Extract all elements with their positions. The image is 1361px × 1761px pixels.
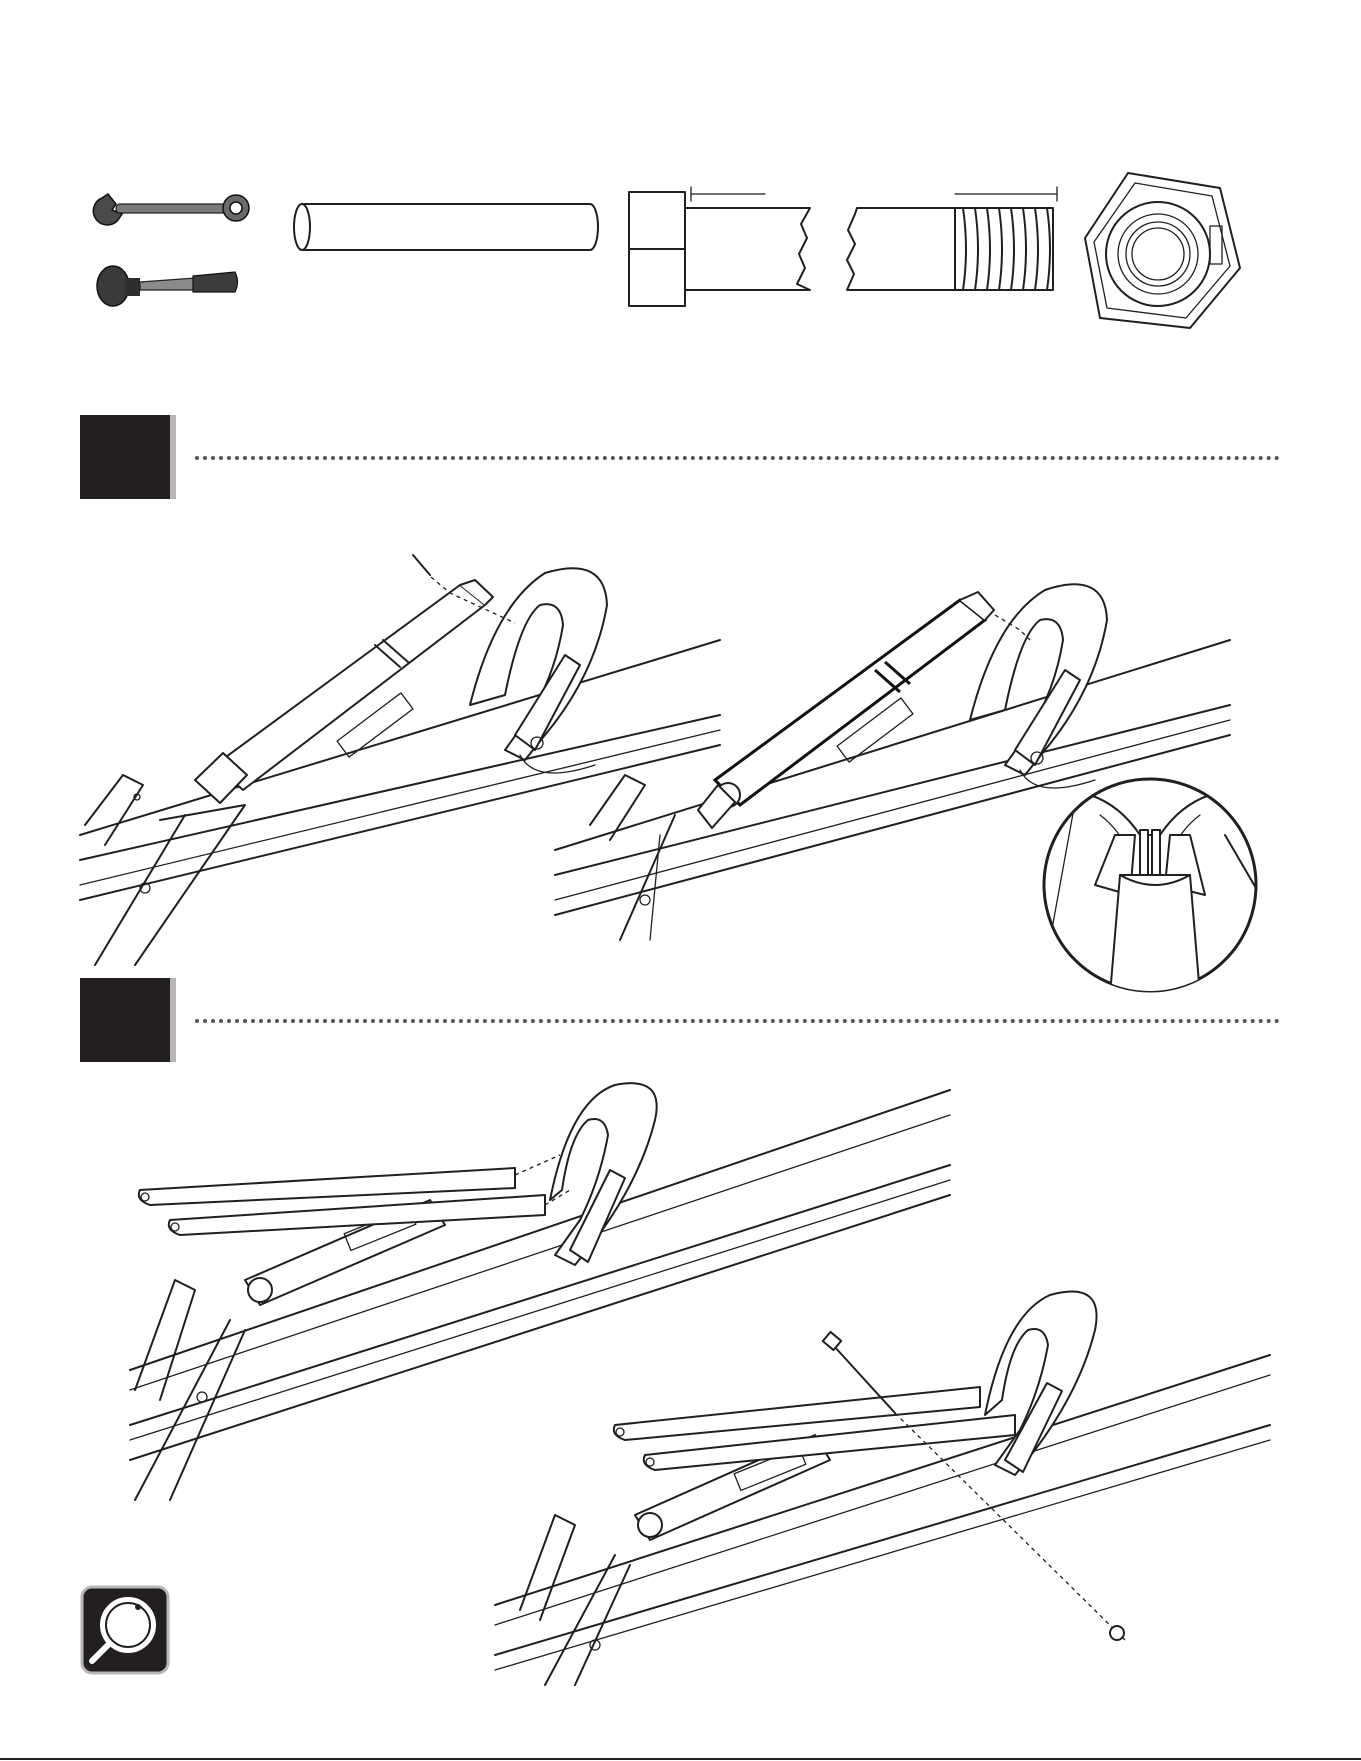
footer-rule [0,1758,1361,1760]
wrench-icon [90,190,255,230]
pin [290,200,600,254]
bolt-insert-view [495,1265,1275,1685]
lock-nut [1080,168,1250,338]
step-a-divider [195,456,1280,460]
step-a-number-box [80,415,176,499]
detail-zoom-view [1040,775,1260,995]
step-b-divider [195,1019,1280,1023]
step-b-number-box [80,978,176,1062]
bolt [625,184,1075,314]
magnifier-icon [80,1585,170,1675]
mallet-icon [95,260,240,310]
